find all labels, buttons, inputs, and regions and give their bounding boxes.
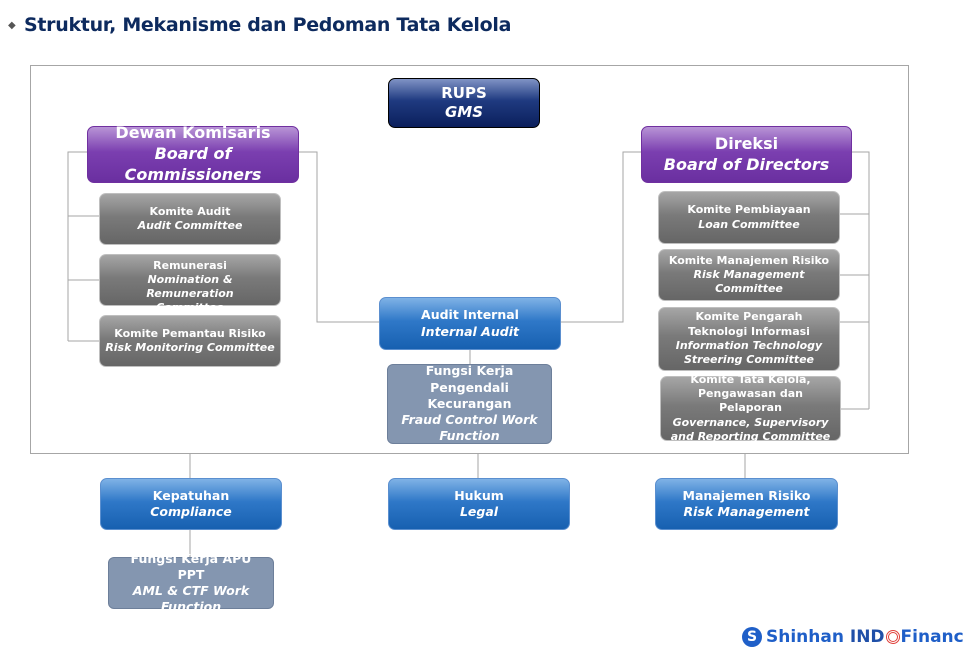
bullet-icon: ◆ bbox=[8, 20, 16, 31]
unit-label-en: Internal Audit bbox=[421, 323, 519, 339]
committee-label: Komite Tata Kelola, Pengawasan dan Pelap… bbox=[690, 372, 811, 415]
unit-label: Fungsi Kerja Pengendali Kecurangan bbox=[425, 363, 514, 411]
committee-label-en: Loan Committee bbox=[698, 217, 800, 231]
unit-label-en: Fraud Control Work Function bbox=[401, 412, 538, 444]
committee-label-en: Risk Monitoring Committee bbox=[105, 341, 275, 354]
rups-label: RUPS bbox=[441, 83, 487, 102]
unit-label: Fungsi Kerja APU PPT bbox=[130, 550, 252, 582]
logo-text-finance: Finance bbox=[900, 627, 964, 647]
committee-label-en: Risk Management Committee bbox=[693, 267, 805, 296]
committee-label-en: Audit Committee bbox=[137, 219, 243, 232]
unit-label: Hukum bbox=[454, 487, 504, 503]
unit-label: Kepatuhan bbox=[152, 487, 230, 503]
target-icon bbox=[885, 630, 900, 644]
unit-label-en: Compliance bbox=[150, 504, 232, 519]
unit-label-en: Legal bbox=[459, 504, 499, 519]
unit-label: Manajemen Risiko bbox=[682, 487, 811, 503]
logo-text-ind: IND bbox=[849, 627, 885, 647]
committee-label: Komite Nominasi & Remunerasi bbox=[130, 244, 250, 272]
governance-frame bbox=[30, 65, 909, 454]
bod-label-en: Board of Directors bbox=[663, 154, 830, 174]
boc-label: Dewan Komisaris bbox=[115, 123, 271, 143]
shinhan-logo-icon: S bbox=[742, 627, 762, 647]
boc-label-en: Board of Commissioners bbox=[124, 144, 262, 184]
committee-label: Komite Pengarah Teknologi Informasi bbox=[688, 310, 810, 338]
committee-label: Komite Pemantau Risiko bbox=[114, 326, 266, 340]
page-title: Struktur, Mekanisme dan Pedoman Tata Kel… bbox=[24, 14, 512, 36]
gms-label: GMS bbox=[444, 103, 484, 121]
committee-label-en: Nomination & Remuneration Committee bbox=[146, 272, 234, 315]
company-logo: S Shinhan IND Finance bbox=[742, 627, 964, 647]
governance-committee-box: Komite Tata Kelola, Pengawasan dan Pelap… bbox=[660, 372, 841, 443]
unit-label-en: AML & CTF Work Function bbox=[132, 583, 250, 615]
committee-label: Komite Pembiayaan bbox=[687, 203, 811, 217]
unit-label: Audit Internal bbox=[421, 307, 519, 323]
logo-text: Shinhan bbox=[766, 627, 844, 647]
committee-label-en: Information Technology Streering Committ… bbox=[675, 339, 823, 367]
unit-label-en: Risk Management bbox=[683, 504, 810, 519]
committee-label: Komite Audit bbox=[149, 204, 231, 218]
bod-label: Direksi bbox=[714, 133, 779, 153]
committee-label-en: Governance, Supervisory and Reporting Co… bbox=[670, 415, 831, 443]
committee-label: Komite Manajemen Risiko bbox=[668, 253, 830, 267]
